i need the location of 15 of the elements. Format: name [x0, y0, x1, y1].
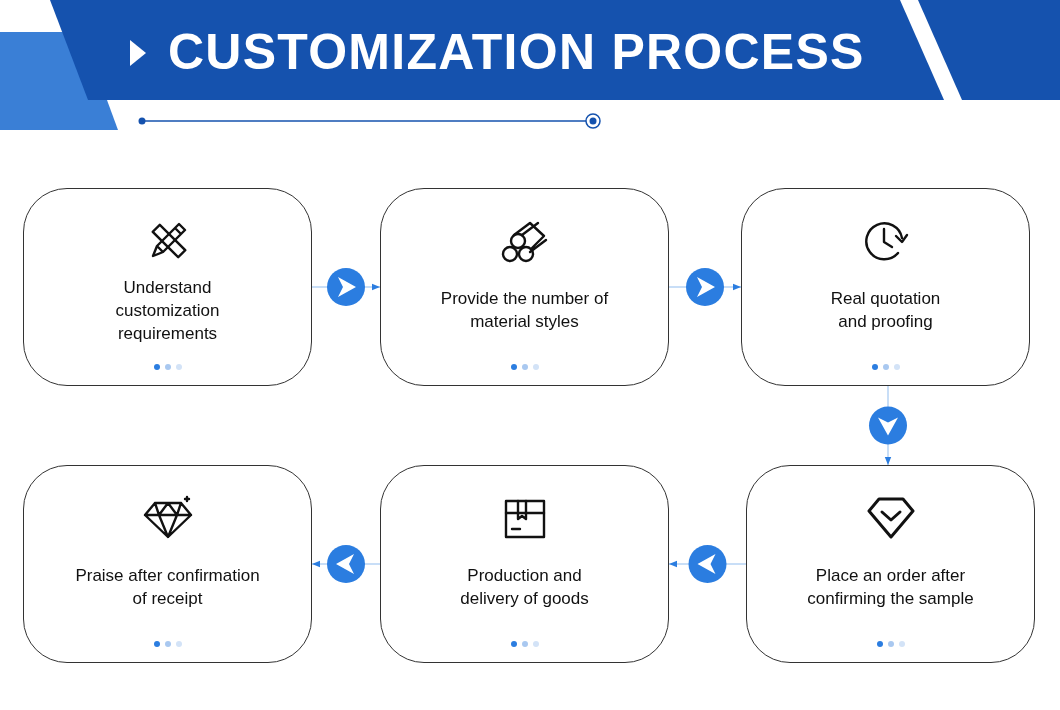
title: CUSTOMIZATION PROCESS [168, 23, 865, 82]
step-label: Praise after confirmation of receipt [74, 565, 261, 610]
step-label: Real quotation and proofing [829, 288, 942, 333]
step-card [746, 465, 1035, 663]
step-card [380, 188, 669, 386]
step-card [23, 465, 312, 663]
step-label: Provide the number of material styles [439, 288, 610, 333]
chevron-arrow [869, 385, 907, 466]
chevron-arrow [668, 545, 747, 583]
step-card [380, 465, 669, 663]
step-label: Production and delivery of goods [459, 565, 590, 610]
step-card [23, 188, 312, 386]
step-card [741, 188, 1030, 386]
step-label: Place an order after confirming the sample [806, 565, 975, 610]
step-label: Understand customization requirements [114, 276, 221, 345]
